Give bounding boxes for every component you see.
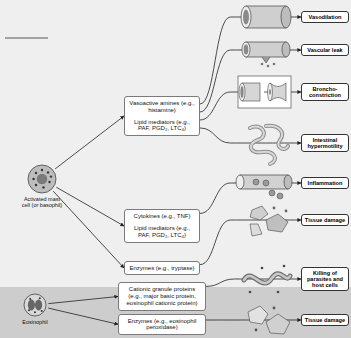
airway — [238, 76, 291, 108]
effect-label: Tissue damage — [304, 217, 347, 223]
eosinophil-band — [0, 287, 351, 338]
mediator-label: Cationic granule proteins (e.g., major b… — [122, 286, 202, 306]
mediator-label: Vasoactive amines (e.g., histamine) — [128, 100, 196, 113]
intestine — [250, 126, 288, 164]
mast-cell: Activated mast cell (or basophil) — [20, 164, 64, 208]
effect-box: Killing of parasites and host cells — [301, 267, 349, 292]
parasite — [244, 265, 290, 294]
effect-box: Broncho-constriction — [301, 83, 349, 102]
effect-box: Intestinal hypermotility — [301, 134, 349, 153]
arrow-connector — [48, 308, 118, 324]
effect-box: Vascular leak — [301, 44, 349, 56]
arrow-connector — [200, 50, 301, 112]
mediator-box: Vasoactive amines (e.g., histamine) Lipid… — [124, 96, 200, 136]
effect-label: Inflammation — [304, 180, 347, 186]
leaky-vessel — [242, 42, 290, 67]
eosinophil-cell: Eosinophil — [14, 293, 56, 325]
arrow-connector — [48, 296, 118, 303]
mediator-box: Cytokines (e.g., TNF) Lipid mediators (e.… — [124, 209, 200, 242]
effect-box: Vasodilation — [301, 11, 349, 23]
arrow-connector — [200, 128, 301, 143]
arrow-connector — [200, 17, 301, 104]
effect-box: Inflammation — [301, 177, 349, 189]
effect-label: Vascular leak — [304, 47, 347, 53]
arrow-connector — [200, 220, 301, 265]
effect-box: Tissue damage — [301, 214, 349, 226]
arrow-connector — [55, 116, 124, 169]
damaged-tissue — [250, 206, 288, 236]
effect-label: Tissue damage — [304, 317, 347, 323]
arrow-connector — [53, 191, 124, 268]
effect-label: Killing of parasites and host cells — [304, 270, 347, 289]
effect-box: Tissue damage — [301, 314, 349, 326]
effect-label: Intestinal hypermotility — [304, 137, 347, 150]
inflamed-vessel — [236, 175, 292, 199]
cell-label: Eosinophil — [14, 319, 56, 325]
mediator-label: Lipid mediators (e.g., PAF, PGD₂, LTC₄) — [128, 225, 196, 238]
effect-label: Vasodilation — [304, 14, 347, 20]
mediator-box: Enzymes (e.g., eosinophil peroxidase) — [118, 314, 206, 335]
mediator-label: Enzymes (e.g., tryptase) — [128, 265, 196, 272]
dilated-vessel — [241, 6, 291, 28]
rule-line — [5, 38, 48, 39]
mediator-label: Lipid mediators (e.g., PAF, PGD₂, LTC₄) — [128, 119, 196, 132]
mediator-label: Enzymes (e.g., eosinophil peroxidase) — [122, 318, 202, 331]
effect-label: Broncho-constriction — [304, 86, 347, 99]
arrow-connector — [56, 187, 124, 226]
damaged-tissue — [248, 306, 290, 334]
mediator-box: Enzymes (e.g., tryptase) — [124, 261, 200, 276]
mediator-box: Cationic granule proteins (e.g., major b… — [118, 282, 206, 310]
eosinophil-shape — [23, 293, 47, 317]
cell-label: Activated mast cell (or basophil) — [20, 196, 64, 208]
mast-cell-shape — [27, 164, 57, 194]
mediator-label: Cytokines (e.g., TNF) — [128, 213, 196, 220]
